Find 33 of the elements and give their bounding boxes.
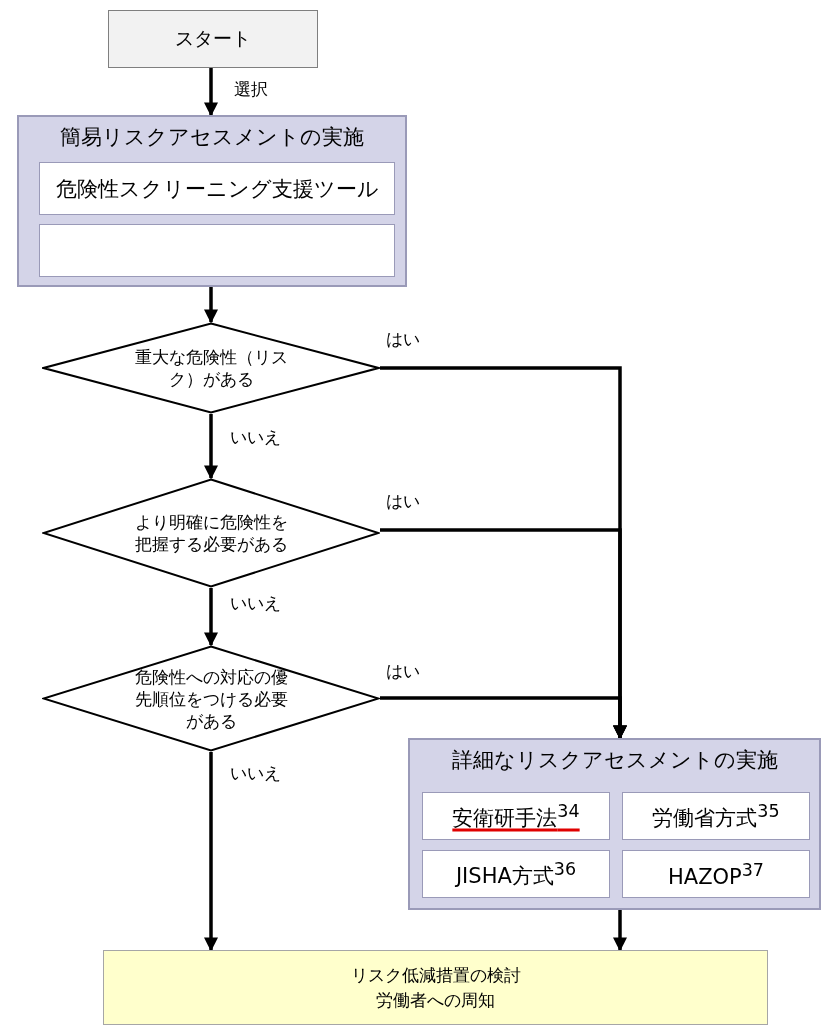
method-box bbox=[622, 850, 810, 898]
arrow bbox=[204, 68, 218, 117]
box-label: リスク低減措置の検討 労働者への周知 bbox=[349, 963, 522, 1012]
box-label: スタート bbox=[174, 26, 252, 51]
arrow bbox=[204, 414, 218, 480]
decision-diamond bbox=[42, 645, 380, 752]
group-heading: 簡易リスクアセスメントの実施 bbox=[59, 124, 365, 151]
arrow bbox=[204, 588, 218, 647]
arrow bbox=[380, 696, 627, 740]
method-box bbox=[422, 850, 610, 898]
arrow bbox=[613, 910, 627, 952]
process-box bbox=[39, 162, 395, 215]
group-box bbox=[408, 738, 821, 910]
box-label: 危険性スクリーニング支援ツール bbox=[54, 175, 380, 203]
arrow bbox=[204, 752, 218, 952]
box-label: 安衛研手法$^{34}$ bbox=[451, 800, 581, 832]
box-label: HAZOP$^{37}$ bbox=[667, 859, 765, 889]
arrow bbox=[204, 287, 218, 324]
box-label: 重大な危険性（リスク）がある bbox=[133, 345, 289, 391]
box-label: より明確に危険性を把握する必要がある bbox=[133, 510, 289, 556]
process-box bbox=[39, 224, 395, 277]
method-box bbox=[422, 792, 610, 840]
decision-diamond bbox=[42, 322, 380, 414]
result-box bbox=[103, 950, 768, 1025]
start-box bbox=[108, 10, 318, 68]
group-heading: 詳細なリスクアセスメントの実施 bbox=[450, 747, 779, 774]
method-box bbox=[622, 792, 810, 840]
box-label: JISHA方式$^{36}$ bbox=[454, 858, 578, 890]
edge-label: 選択 bbox=[232, 78, 270, 101]
decision-diamond bbox=[42, 478, 380, 588]
box-label: 労働省方式$^{35}$ bbox=[651, 800, 781, 832]
group-box bbox=[17, 115, 407, 287]
box-label: 危険性への対応の優先順位をつける必要がある bbox=[133, 665, 289, 732]
